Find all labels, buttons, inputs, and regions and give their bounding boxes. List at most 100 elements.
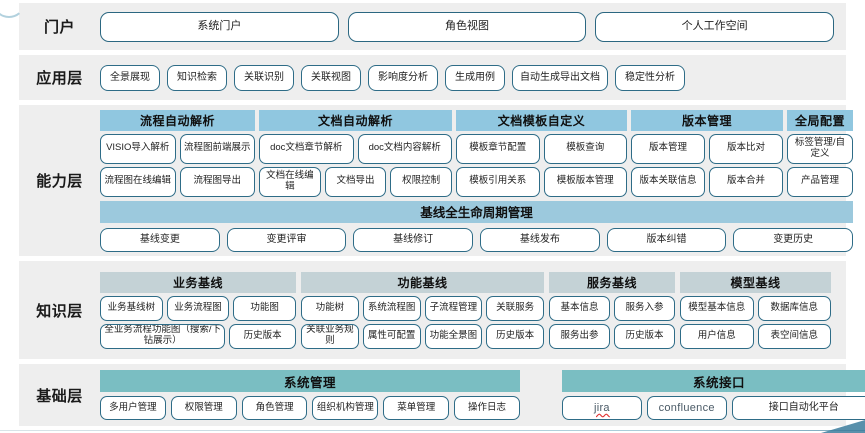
portal-button-strip: 系统门户 角色视图 个人工作空间 xyxy=(100,11,835,42)
cap-item-template-chapter-config[interactable]: 模板章节配置 xyxy=(456,133,540,164)
kn-item-function-diagram[interactable]: 功能图 xyxy=(233,295,297,321)
portal-item-role-view[interactable]: 角色视图 xyxy=(347,11,587,42)
lifecycle-item-baseline-release[interactable]: 基线发布 xyxy=(480,227,600,252)
lifecycle-item-change-review[interactable]: 变更评审 xyxy=(226,227,347,252)
section-title-system-interface: 系统接口 xyxy=(562,370,865,392)
fd-item-operation-log[interactable]: 操作日志 xyxy=(454,396,520,420)
baseline-lifecycle-row: 基线变更 变更评审 基线修订 基线发布 版本纠错 变更历史 xyxy=(100,227,854,252)
section-title-global-config: 全局配置 xyxy=(787,109,853,131)
cap-item-flowchart-frontend-display[interactable]: 流程图前端展示 xyxy=(179,133,255,164)
app-item-generate-cases[interactable]: 生成用例 xyxy=(445,64,505,91)
kn-item-attribute-configurable[interactable]: 属性可配置 xyxy=(362,323,421,349)
cap-item-version-relation-info[interactable]: 版本关联信息 xyxy=(631,166,705,197)
lifecycle-item-baseline-revision[interactable]: 基线修订 xyxy=(353,227,474,252)
section-title-system-management: 系统管理 xyxy=(100,370,520,392)
kn-item-tablespace-info[interactable]: 表空间信息 xyxy=(757,323,831,349)
app-item-auto-export-doc[interactable]: 自动生成导出文档 xyxy=(512,64,608,91)
kn-item-full-business-flow-function-map[interactable]: 全业务流程功能图（搜索/下钻展示） xyxy=(100,323,226,349)
cap-item-flowchart-online-edit[interactable]: 流程图在线编辑 xyxy=(100,166,176,197)
fd-item-multi-user-management[interactable]: 多用户管理 xyxy=(100,396,166,420)
layer-row-knowledge: 知识层 业务基线 业务基线树 业务流程图 功能图 全业务流程功能图（搜索/下钻展… xyxy=(19,261,846,359)
section-title-baseline-lifecycle: 基线全生命周期管理 xyxy=(100,200,853,223)
cap-item-doc-content-parse[interactable]: doc文档内容解析 xyxy=(357,133,452,164)
app-item-stability-analysis[interactable]: 稳定性分析 xyxy=(615,64,685,91)
knowledge-section-function-baseline: 功能基线 功能树 系统流程图 子流程管理 关联服务 关联业务规则 属性可配置 功… xyxy=(301,271,544,349)
kn-item-model-basic-info[interactable]: 模型基本信息 xyxy=(680,295,754,321)
cap-item-visio-import-parse[interactable]: VISIO导入解析 xyxy=(100,133,176,164)
section-title-version-mgmt: 版本管理 xyxy=(631,109,783,131)
kn-item-subprocess-management[interactable]: 子流程管理 xyxy=(424,295,483,321)
cap-item-permission-control[interactable]: 权限控制 xyxy=(390,166,453,197)
layer-label-application: 应用层 xyxy=(36,70,83,87)
kn-item-function-tree[interactable]: 功能树 xyxy=(301,295,359,321)
cap-item-version-merge[interactable]: 版本合并 xyxy=(709,166,783,197)
cap-item-template-reference-relation[interactable]: 模板引用关系 xyxy=(456,166,540,197)
knowledge-row: 基本信息 服务入参 xyxy=(549,295,675,321)
kn-item-history-version-business[interactable]: 历史版本 xyxy=(229,323,296,349)
kn-item-database-info[interactable]: 数据库信息 xyxy=(757,295,831,321)
fd-item-menu-management[interactable]: 菜单管理 xyxy=(383,396,450,420)
layer-row-capability: 能力层 流程自动解析 VISIO导入解析 流程图前端展示 流程图在线编辑 流程图… xyxy=(19,105,854,256)
lifecycle-item-change-history[interactable]: 变更历史 xyxy=(733,227,854,252)
app-item-knowledge-search[interactable]: 知识检索 xyxy=(167,64,227,91)
app-item-relation-view[interactable]: 关联视图 xyxy=(301,64,361,91)
knowledge-row: 功能树 系统流程图 子流程管理 关联服务 xyxy=(301,295,544,321)
kn-item-user-info[interactable]: 用户信息 xyxy=(680,323,754,349)
cap-item-tag-mgmt-custom[interactable]: 标签管理/自定义 xyxy=(787,133,853,164)
fd-item-role-management[interactable]: 角色管理 xyxy=(241,396,308,420)
cap-item-template-query[interactable]: 模板查询 xyxy=(543,133,627,164)
cap-item-template-version-mgmt[interactable]: 模板版本管理 xyxy=(543,166,627,197)
cap-item-flowchart-export[interactable]: 流程图导出 xyxy=(179,166,255,197)
kn-item-history-version-service[interactable]: 历史版本 xyxy=(614,323,675,349)
cap-item-version-compare[interactable]: 版本比对 xyxy=(709,133,783,164)
kn-item-related-service[interactable]: 关联服务 xyxy=(486,295,544,321)
layer-label-portal: 门户 xyxy=(43,19,75,36)
cap-item-doc-online-edit[interactable]: 文档在线编辑 xyxy=(259,166,321,197)
kn-item-service-output-params[interactable]: 服务出参 xyxy=(549,323,610,349)
fd-item-permission-management[interactable]: 权限管理 xyxy=(170,396,237,420)
capability-row: 流程图在线编辑 流程图导出 xyxy=(100,166,255,197)
capability-section-process-parse: 流程自动解析 VISIO导入解析 流程图前端展示 流程图在线编辑 流程图导出 xyxy=(100,109,255,197)
layer-body-application: 全景展现 知识检索 关联识别 关联视图 影响度分析 生成用例 自动生成导出文档 … xyxy=(100,55,846,100)
capability-section-version-mgmt: 版本管理 版本管理 版本比对 版本关联信息 版本合并 xyxy=(631,109,783,197)
cap-item-product-management[interactable]: 产品管理 xyxy=(787,166,853,197)
lifecycle-item-version-correction[interactable]: 版本纠错 xyxy=(606,227,727,252)
lifecycle-item-baseline-change[interactable]: 基线变更 xyxy=(100,227,220,252)
kn-item-related-business-rules[interactable]: 关联业务规则 xyxy=(301,323,359,349)
app-item-impact-analysis[interactable]: 影响度分析 xyxy=(368,64,438,91)
kn-item-system-flowchart[interactable]: 系统流程图 xyxy=(362,295,421,321)
capability-row: 版本关联信息 版本合并 xyxy=(631,166,783,197)
knowledge-row: 用户信息 表空间信息 xyxy=(680,323,831,349)
layer-body-capability: 流程自动解析 VISIO导入解析 流程图前端展示 流程图在线编辑 流程图导出 文… xyxy=(100,105,865,256)
decorative-arc xyxy=(0,0,24,18)
layer-row-foundation: 基础层 系统管理 多用户管理 权限管理 角色管理 组织机构管理 菜单管理 操作日… xyxy=(19,364,865,426)
app-item-relation-recognition[interactable]: 关联识别 xyxy=(234,64,294,91)
fd-item-confluence[interactable]: confluence xyxy=(646,396,727,420)
portal-item-personal-workspace[interactable]: 个人工作空间 xyxy=(595,11,835,42)
app-item-panorama[interactable]: 全景展现 xyxy=(100,64,160,91)
cap-item-doc-chapter-parse[interactable]: doc文档章节解析 xyxy=(259,133,354,164)
capability-row: 标签管理/自定义 xyxy=(787,133,853,164)
portal-item-system-portal[interactable]: 系统门户 xyxy=(100,11,339,42)
knowledge-row: 全业务流程功能图（搜索/下钻展示） 历史版本 xyxy=(100,323,296,349)
kn-item-history-version-function[interactable]: 历史版本 xyxy=(486,323,544,349)
layer-body-foundation: 系统管理 多用户管理 权限管理 角色管理 组织机构管理 菜单管理 操作日志 系统… xyxy=(100,364,865,426)
cap-item-doc-export[interactable]: 文档导出 xyxy=(324,166,387,197)
fd-item-jira[interactable]: jira xyxy=(562,396,642,420)
kn-item-service-basic-info[interactable]: 基本信息 xyxy=(549,295,610,321)
layer-label-foundation: 基础层 xyxy=(36,387,83,405)
layer-row-portal: 门户 系统门户 角色视图 个人工作空间 xyxy=(19,3,846,50)
fd-item-org-structure-management[interactable]: 组织机构管理 xyxy=(312,396,379,420)
kn-item-business-flowchart[interactable]: 业务流程图 xyxy=(166,295,230,321)
section-title-doc-parse: 文档自动解析 xyxy=(259,109,452,131)
fd-item-interface-automation-platform[interactable]: 接口自动化平台 xyxy=(731,396,865,420)
section-title-service-baseline: 服务基线 xyxy=(549,271,675,293)
cap-item-version-management[interactable]: 版本管理 xyxy=(631,133,705,164)
kn-item-function-panorama[interactable]: 功能全景图 xyxy=(424,323,483,349)
kn-item-business-baseline-tree[interactable]: 业务基线树 xyxy=(100,295,163,321)
kn-item-service-input-params[interactable]: 服务入参 xyxy=(614,295,675,321)
layer-row-application: 应用层 全景展现 知识检索 关联识别 关联视图 影响度分析 生成用例 自动生成导… xyxy=(19,55,846,100)
knowledge-section-business-baseline: 业务基线 业务基线树 业务流程图 功能图 全业务流程功能图（搜索/下钻展示） 历… xyxy=(100,271,297,349)
knowledge-row: 模型基本信息 数据库信息 xyxy=(680,295,831,321)
